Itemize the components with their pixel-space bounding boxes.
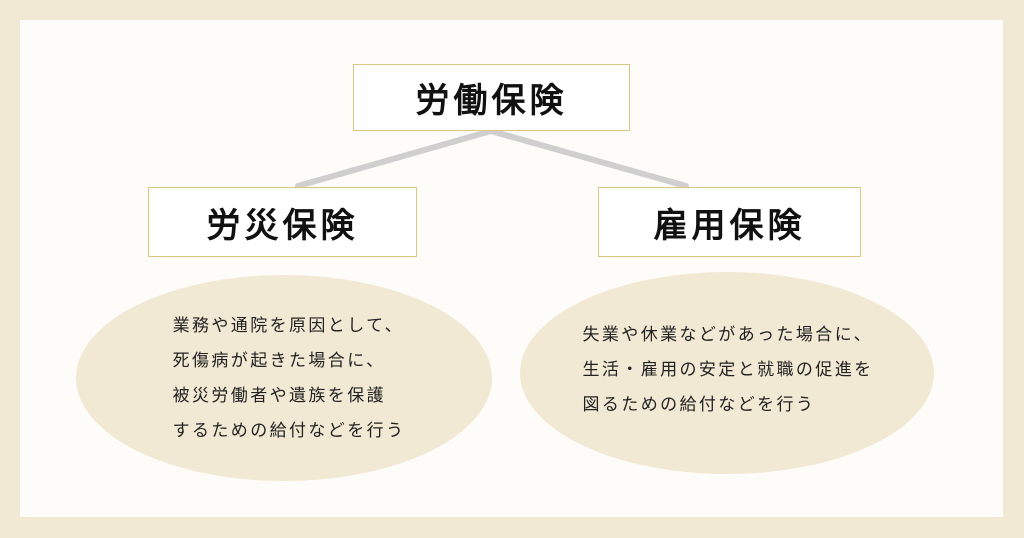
description-bubble-employment-insurance: 失業や休業などがあった場合に、 生活・雇用の安定と就職の促進を 図るための給付な…	[520, 272, 934, 474]
root-node-labor-insurance: 労働保険	[353, 64, 630, 131]
description-line: 生活・雇用の安定と就職の促進を	[582, 359, 874, 380]
description-text: 失業や休業などがあった場合に、 生活・雇用の安定と就職の促進を 図るための給付な…	[583, 318, 874, 423]
child-node-label: 労災保険	[206, 205, 359, 246]
child-node-label: 雇用保険	[653, 205, 806, 246]
description-line: 死傷病が起きた場合に、	[172, 351, 386, 371]
child-node-workers-compensation: 労災保険	[148, 187, 417, 257]
description-line: 失業や休業などがあった場合に、	[582, 324, 873, 345]
connector-left	[295, 128, 494, 189]
child-node-employment-insurance: 雇用保険	[598, 187, 861, 257]
connector-right	[488, 128, 689, 189]
description-line: 被災労働者や遺族を保護	[172, 386, 386, 406]
description-bubble-workers-compensation: 業務や通院を原因として、 死傷病が起きた場合に、 被災労働者や遺族を保護 するた…	[76, 275, 492, 481]
description-line: するための給付などを行う	[172, 421, 406, 441]
description-text: 業務や通院を原因として、 死傷病が起きた場合に、 被災労働者や遺族を保護 するた…	[173, 309, 406, 449]
description-line: 図るための給付などを行う	[582, 394, 816, 415]
root-node-label: 労働保険	[415, 81, 568, 121]
description-line: 業務や通院を原因として、	[172, 316, 405, 336]
